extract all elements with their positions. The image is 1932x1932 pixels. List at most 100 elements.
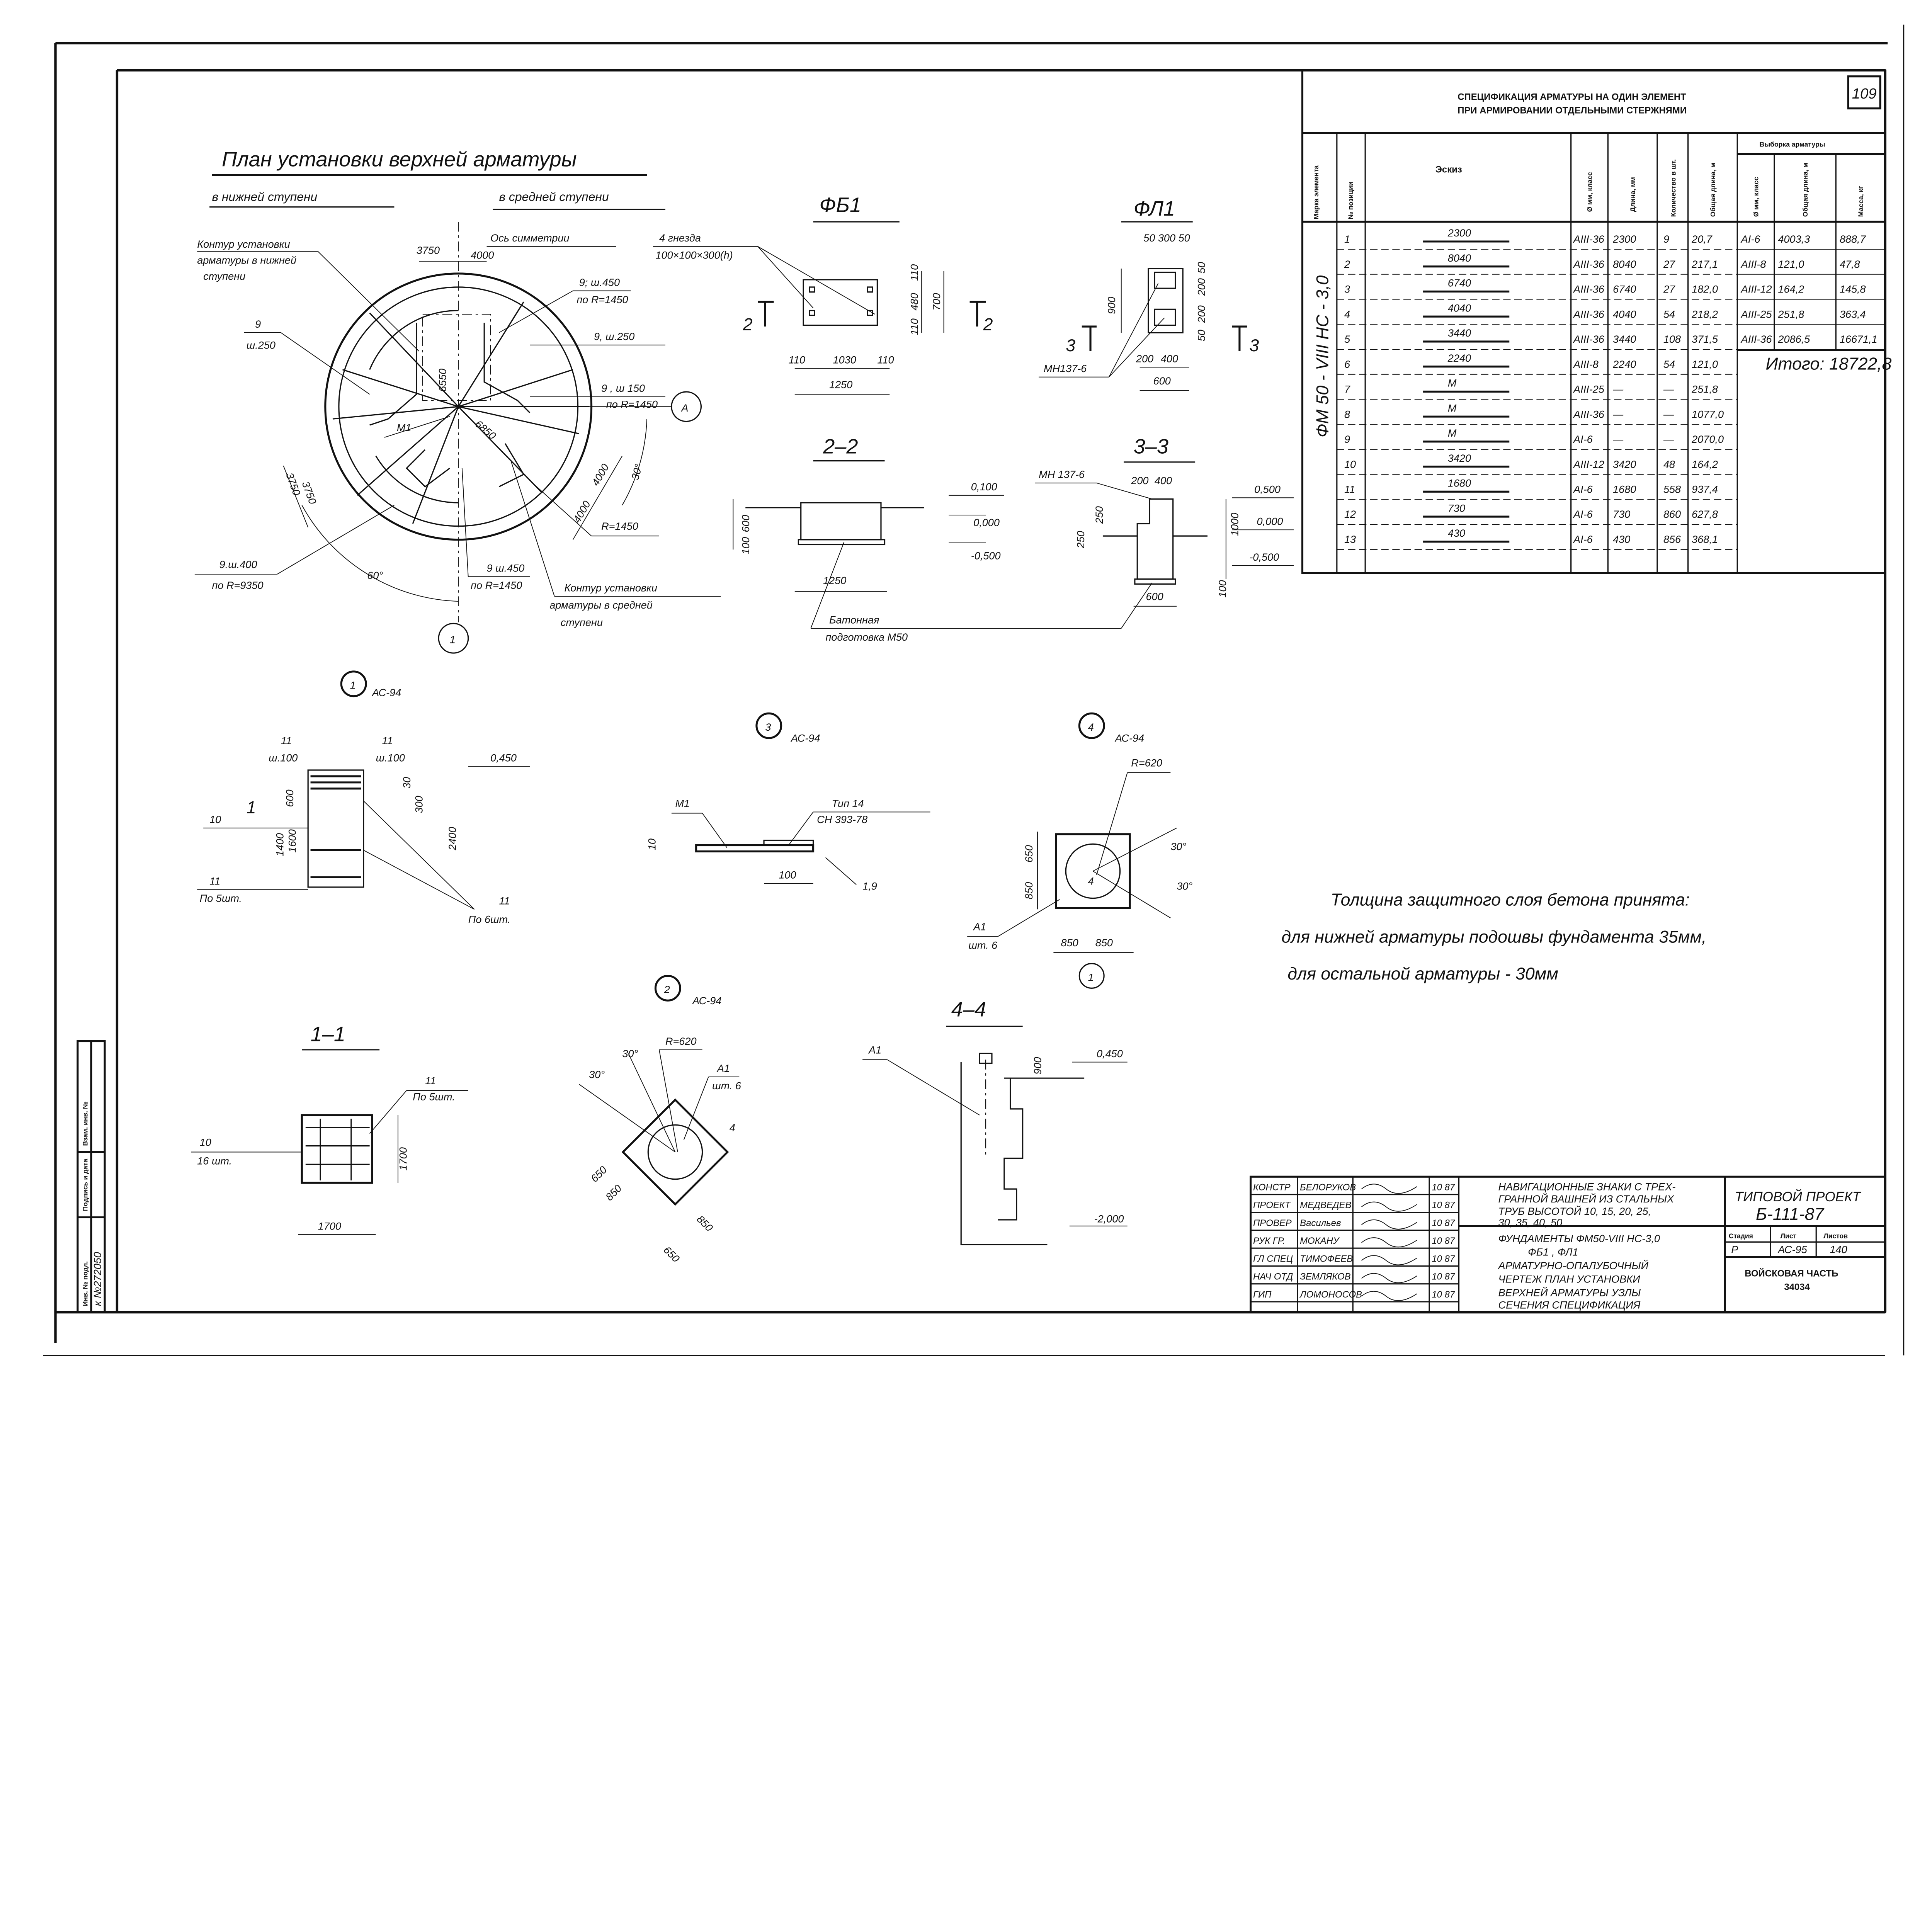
fl1-mn: МН137-6 <box>1044 362 1087 374</box>
signature-role: ПРОВЕР <box>1253 1218 1292 1228</box>
org-name: ВОЙСКОВАЯ ЧАСТЬ <box>1745 1268 1838 1279</box>
org-number: 34034 <box>1784 1282 1810 1293</box>
node4-d850a: 850 <box>1023 882 1035 900</box>
signature-date: 10 87 <box>1432 1182 1456 1192</box>
selection-cell-len: 121,0 <box>1778 258 1804 270</box>
dim-4000: 4000 <box>471 249 494 261</box>
note-line-1: Толщина защитного слоя бетона принята: <box>1331 891 1690 910</box>
handwritten-signature <box>1361 1255 1417 1265</box>
dim-6850: 6850 <box>473 418 498 442</box>
s44-a1: А1 <box>868 1044 881 1056</box>
node3-ref: АС-94 <box>790 732 820 744</box>
fb1-nests-a: 4 гнезда <box>659 232 701 244</box>
node2-a30b: 30° <box>622 1048 638 1060</box>
dim-6550: 6550 <box>436 369 448 392</box>
signature-date: 10 87 <box>1432 1253 1456 1264</box>
s33-d250a: 250 <box>1093 506 1105 524</box>
contour-middle-2: арматуры в средней <box>549 599 653 611</box>
spec-cell-dia: АIII-25 <box>1573 383 1605 395</box>
sheet-frame <box>43 24 1905 1356</box>
stage-label: Стадия <box>1729 1232 1753 1240</box>
signature-date: 10 87 <box>1432 1289 1456 1300</box>
spec-cell-qty: — <box>1663 408 1674 420</box>
fl1-view: ФЛ1 50 300 50 900 50 200 200 50 200 400 … <box>1039 197 1259 391</box>
spec-cell-sketch: 730 <box>1448 502 1465 514</box>
node1-d300: 300 <box>413 796 425 813</box>
s33-mn: МН 137-6 <box>1039 468 1085 480</box>
fl1-section-right: 3 <box>1249 336 1259 355</box>
spec-cell-qty: 856 <box>1663 533 1681 545</box>
fl1-d50a: 50 <box>1196 262 1208 274</box>
s11-d1700a: 1700 <box>397 1147 409 1170</box>
node2-r: R=620 <box>665 1035 697 1047</box>
handwritten-signature <box>1361 1273 1417 1283</box>
s11-p16: 16 шт. <box>197 1155 232 1167</box>
fb1-section-left: 2 <box>743 315 753 334</box>
fl1-d400: 400 <box>1161 352 1178 364</box>
spec-cell-sketch: 2240 <box>1447 352 1471 364</box>
fl1-title: ФЛ1 <box>1134 197 1175 220</box>
selection-cell-mass: 47,8 <box>1840 258 1860 270</box>
spec-cell-qty: — <box>1663 383 1674 395</box>
r1-b: по R=1450 <box>577 293 628 305</box>
node4-d850b: 850 <box>1061 937 1078 949</box>
s33-l0000: 0,000 <box>1257 515 1283 527</box>
s44-d900: 900 <box>1032 1057 1044 1074</box>
prep-label-2: подготовка М50 <box>825 631 908 643</box>
selection-cell-len: 2086,5 <box>1777 333 1810 345</box>
radial-bars <box>332 301 589 524</box>
node-1-detail: 1 АС-94 11 ш.100 11 ш.100 0,450 600 30 3… <box>197 670 530 925</box>
stamp-sign-label: Подпись и дата <box>81 1159 89 1211</box>
spec-cell-qty: — <box>1663 433 1674 445</box>
angle-30: 30° <box>629 463 645 481</box>
fl1-d200a: 200 <box>1196 278 1208 296</box>
s33-title: 3–3 <box>1134 435 1168 458</box>
section-2-2: 2–2 100 600 0,100 0,000 -0,500 1250 <box>733 435 1004 592</box>
node1-11c: 11 <box>209 875 220 887</box>
spec-cell-total: 937,4 <box>1692 483 1718 495</box>
s44-l0450: 0,450 <box>1097 1048 1123 1060</box>
axis-label: Ось симметрии <box>490 232 569 244</box>
dim-3750: 3750 <box>417 244 440 256</box>
sheet-label: Лист <box>1781 1232 1797 1240</box>
spec-cell-sketch: 3440 <box>1448 327 1471 339</box>
spec-cell-len: 6740 <box>1613 283 1636 295</box>
spec-cell-dia: АIII-36 <box>1573 408 1605 420</box>
node-1-marker <box>438 622 469 654</box>
spec-cell-qty: 27 <box>1663 283 1675 295</box>
hdr-sel: Выборка арматуры <box>1760 140 1825 148</box>
node3-tip: Тип 14 <box>832 798 864 810</box>
sheets-value: 140 <box>1830 1243 1847 1255</box>
spec-cell-dia: АIII-36 <box>1573 308 1605 320</box>
spec-cell-total: 218,2 <box>1691 308 1718 320</box>
node-4-detail: 4 АС-94 R=620 4 30° 30° 650 850 850 850 … <box>967 712 1192 989</box>
spec-cell-dia: АIII-36 <box>1573 283 1605 295</box>
node1-11d: 11 <box>499 895 510 907</box>
node4-a30b: 30° <box>1177 880 1192 892</box>
spec-cell-total: 368,1 <box>1692 533 1718 545</box>
fl1-section-left: 3 <box>1066 336 1075 355</box>
fb1-d700: 700 <box>930 293 942 310</box>
spec-cell-qty: 860 <box>1663 508 1681 520</box>
spec-cell-qty: 54 <box>1663 358 1675 370</box>
spec-cell-total: 217,1 <box>1691 258 1718 270</box>
spec-cell-len: — <box>1612 383 1624 395</box>
s33-d250b: 250 <box>1075 531 1087 549</box>
fl1-d50b: 50 <box>1196 330 1208 341</box>
r1450-label: R=1450 <box>601 520 638 532</box>
node3-d100: 100 <box>779 869 796 881</box>
spec-cell-sketch: 3420 <box>1448 452 1471 464</box>
hdr-len: Длина, мм <box>1629 177 1636 212</box>
m1-label: М1 <box>397 422 412 434</box>
spec-cell-len: 4040 <box>1613 308 1636 320</box>
plan-view: План установки верхней арматуры в нижней… <box>194 148 721 654</box>
